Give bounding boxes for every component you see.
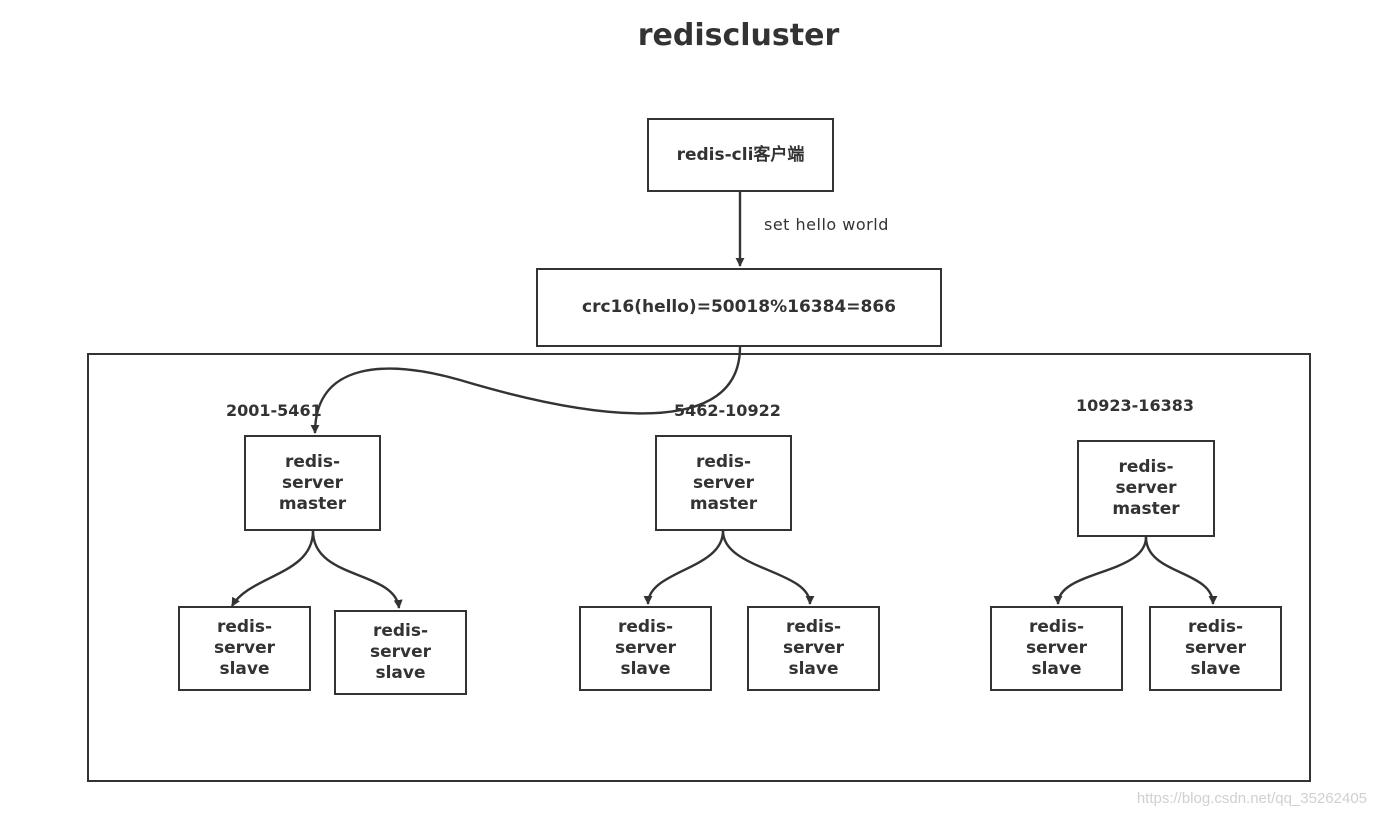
slave-node-2a: redis- server slave [579,606,712,691]
slave-node-3a-line-2: server [1025,638,1088,658]
edge-master-2-to-slave-2a [643,530,725,605]
edge-master-1-to-slave-1a [230,530,315,607]
master-node-2-line-2: server [692,472,754,493]
slave-node-2b-line-1: redis- [785,617,842,637]
slot-range-label-3: 10923-16383 [1076,396,1194,415]
master-node-1-line-1: redis- [284,451,341,472]
cluster-container [87,353,1311,782]
master-node-3-line-3: master [1112,499,1180,519]
slave-node-2a-line-1: redis- [617,617,674,637]
slave-node-2a-line-3: slave [620,659,671,679]
slave-node-3a-line-3: slave [1031,659,1082,679]
diagram-title: rediscluster [637,18,840,53]
slave-node-2b: redis- server slave [747,606,880,691]
slave-node-1b-line-1: redis- [372,621,429,641]
slave-node-1b-line-3: slave [375,663,426,683]
master-node-1: redis- server master [244,435,381,531]
watermark: https://blog.csdn.net/qq_35262405 [1136,790,1367,807]
slave-node-3a: redis- server slave [990,606,1123,691]
hash-node: crc16(hello)=50018%16384=866 [536,268,942,347]
slave-node-3b-line-3: slave [1190,659,1241,679]
slave-node-1b: redis- server slave [334,610,467,695]
slot-range-label-2: 5462-10922 [674,401,781,420]
client-node-label: redis-cli客户端 [676,144,805,165]
slave-node-2b-line-2: server [782,638,845,658]
edge-hash-to-master-1 [310,346,742,434]
edge-master-3-to-slave-3a [1053,536,1148,605]
slave-node-1b-line-2: server [369,642,432,662]
master-node-1-line-3: master [278,493,347,514]
master-node-2-line-3: master [689,493,758,514]
master-node-1-line-2: server [281,472,343,493]
hash-node-label: crc16(hello)=50018%16384=866 [582,297,896,317]
master-node-2-line-1: redis- [695,451,752,472]
slave-node-3b-line-1: redis- [1187,617,1244,637]
slave-node-3a-line-1: redis- [1028,617,1085,637]
slave-node-1a-line-3: slave [219,659,270,679]
slot-range-label-1: 2001-5461 [226,401,322,420]
command-label: set hello world [764,215,889,234]
slave-node-2a-line-2: server [614,638,677,658]
master-node-3: redis- server master [1077,440,1215,537]
edge-master-1-to-slave-1b [311,530,403,609]
edge-master-3-to-slave-3b [1144,536,1218,605]
slave-node-1a-line-1: redis- [216,617,273,637]
slave-node-2b-line-3: slave [788,659,839,679]
slave-node-3b-line-2: server [1184,638,1247,658]
master-node-3-line-1: redis- [1118,457,1174,477]
master-node-2: redis- server master [655,435,792,531]
slave-node-3b: redis- server slave [1149,606,1282,691]
edge-master-2-to-slave-2b [721,530,815,605]
slave-node-1a: redis- server slave [178,606,311,691]
slave-node-1a-line-2: server [213,638,276,658]
client-node: redis-cli客户端 [647,118,834,192]
master-node-3-line-2: server [1115,478,1177,498]
